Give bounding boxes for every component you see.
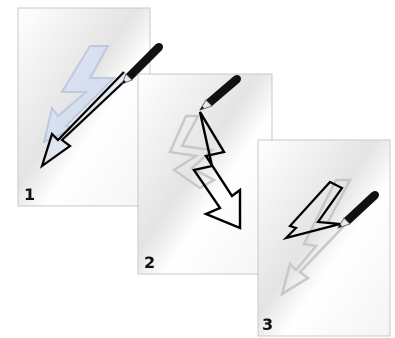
- frame-number: 2: [144, 253, 155, 272]
- lightning-arrow-icon: [282, 180, 344, 241]
- pencil-icon: [121, 43, 163, 85]
- frame-2: 2: [137, 73, 273, 275]
- lightning-arrow-icon: [42, 45, 117, 144]
- frame-number: 1: [24, 185, 35, 204]
- lightning-arrow-icon: [192, 111, 242, 230]
- pencil-icon: [199, 75, 241, 111]
- frame-number: 3: [262, 315, 273, 334]
- lightning-arrow-icon: [279, 178, 353, 297]
- frame-1: 1: [17, 7, 163, 207]
- frame-3: 3: [257, 139, 391, 337]
- page-3: [257, 139, 391, 337]
- lightning-arrow-icon: [168, 114, 217, 190]
- lightning-arrow-icon: [39, 71, 131, 169]
- pencil-icon: [337, 191, 379, 229]
